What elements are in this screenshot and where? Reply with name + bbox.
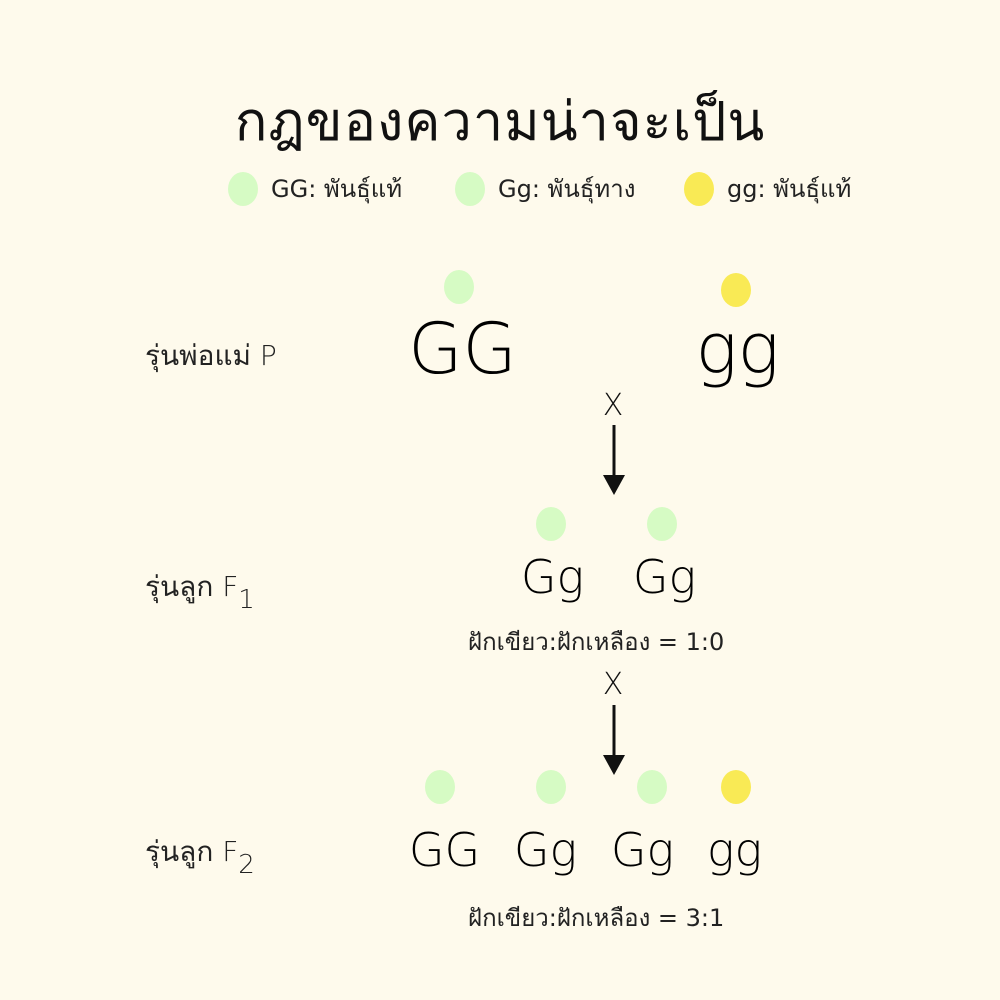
down-arrow-icon (603, 705, 625, 775)
f2-genotype: gg (706, 823, 763, 877)
generation-f1-subscript: 1 (238, 585, 255, 615)
parent-genotype-gg-dominant: GG (408, 308, 517, 390)
yellow-pod-icon (684, 171, 714, 206)
cross-symbol: X (602, 667, 624, 702)
legend-label: gg: พันธุ์แท้ (727, 175, 852, 203)
parent-genotype-gg-recessive: gg (695, 308, 780, 390)
yellow-pod-icon (721, 770, 751, 804)
generation-p-label: รุ่นพ่อแม่ P (145, 339, 277, 372)
f1-genotype: Gg (632, 550, 697, 604)
green-pod-icon (228, 171, 258, 206)
green-pod-icon (536, 770, 566, 804)
generation-f1-label: รุ่นลูก F1 (145, 565, 255, 615)
f2-genotype: GG (408, 823, 481, 877)
cross-symbol: X (602, 388, 624, 423)
down-arrow-icon (603, 425, 625, 495)
legend-label: GG: พันธุ์แท้ (271, 175, 403, 203)
legend-label: Gg: พันธุ์ทาง (498, 175, 636, 203)
green-pod-icon (444, 270, 474, 304)
f2-genotype: Gg (610, 823, 675, 877)
green-pod-icon (455, 171, 485, 206)
legend-item-gg-hybrid: Gg: พันธุ์ทาง (455, 169, 635, 208)
generation-f1-text: รุ่นลูก F (145, 570, 239, 603)
green-pod-icon (647, 507, 677, 541)
generation-f2-text: รุ่นลูก F (145, 835, 239, 868)
green-pod-icon (637, 770, 667, 804)
legend-item-gg-recessive: gg: พันธุ์แท้ (684, 169, 851, 208)
generation-f2-subscript: 2 (238, 850, 255, 880)
f1-genotype: Gg (520, 550, 585, 604)
page-title: กฎของความน่าจะเป็น (234, 90, 766, 153)
generation-f2-label: รุ่นลูก F2 (145, 830, 255, 880)
f2-ratio: ฝักเขียว:ฝักเหลือง = 3:1 (468, 904, 725, 932)
yellow-pod-icon (721, 273, 751, 307)
green-pod-icon (536, 507, 566, 541)
f1-ratio: ฝักเขียว:ฝักเหลือง = 1:0 (468, 628, 725, 656)
green-pod-icon (425, 770, 455, 804)
f2-genotype: Gg (513, 823, 578, 877)
legend-item-gg-pure: GG: พันธุ์แท้ (228, 169, 402, 208)
